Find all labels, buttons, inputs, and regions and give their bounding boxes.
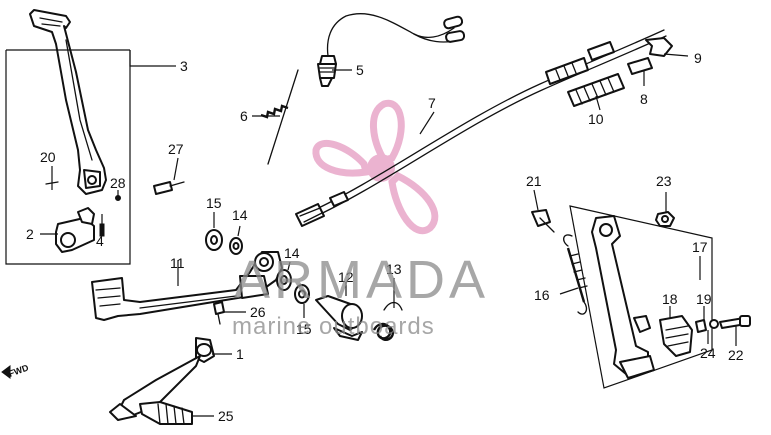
callout-20: 20 [40,149,56,165]
callout-24: 24 [700,345,716,361]
callout-numbers: 1 2 3 4 5 6 7 8 9 10 11 12 13 14 14 15 1… [26,50,744,424]
callout-23: 23 [656,173,672,189]
bracket-3 [129,50,160,67]
callout-2: 2 [26,226,34,242]
callout-17: 17 [692,239,708,255]
callout-28: 28 [110,175,126,191]
bracket-17-box [569,205,713,389]
callout-11: 11 [170,255,185,271]
propeller-hub [367,154,395,182]
callout-22: 22 [728,347,744,363]
callout-5: 5 [356,62,364,78]
washers [205,229,310,304]
callout-16: 16 [534,287,550,303]
brake-switch-rod [260,69,299,165]
fwd-label: FWD [7,362,30,379]
callout-15a: 15 [206,195,222,211]
fwd-direction-marker: FWD [1,362,30,379]
callout-14b: 14 [284,245,300,261]
watermark-brand: ARMADA [234,250,489,310]
propeller-blade-right [388,171,439,235]
callout-18: 18 [662,291,678,307]
brake-spring-bracket [315,295,403,341]
watermark-tagline: marine outboards [232,313,435,340]
propeller-blade-left [312,139,371,177]
callout-14a: 14 [232,207,248,223]
callout-27: 27 [168,141,184,157]
callout-15b: 15 [296,321,312,337]
leader-lines [40,53,737,417]
bracket-3-box [5,49,131,265]
callout-13: 13 [386,261,402,277]
callout-21: 21 [526,173,542,189]
callout-4: 4 [96,233,104,249]
stand-bolt-and-nut [531,209,675,233]
callout-7: 7 [428,95,436,111]
propeller-blade-top [369,99,405,165]
callout-25: 25 [218,408,234,424]
callout-8: 8 [640,91,648,107]
brake-cable [295,29,673,227]
stand-spring [563,234,588,315]
callout-12: 12 [338,269,354,285]
watermark-propeller-logo [312,99,439,235]
callout-3: 3 [180,58,188,74]
callout-1: 1 [236,346,244,362]
callout-6: 6 [240,108,248,124]
callout-26: 26 [250,304,266,320]
side-stand [591,215,751,379]
callout-10: 10 [588,111,604,127]
fwd-arrow-icon [1,365,11,379]
stop-switch [317,13,466,87]
callout-19: 19 [696,291,712,307]
kick-starter-arm [29,9,121,253]
gear-change-pedal [109,337,215,425]
callout-9: 9 [694,50,702,66]
brake-pedal [91,251,283,321]
